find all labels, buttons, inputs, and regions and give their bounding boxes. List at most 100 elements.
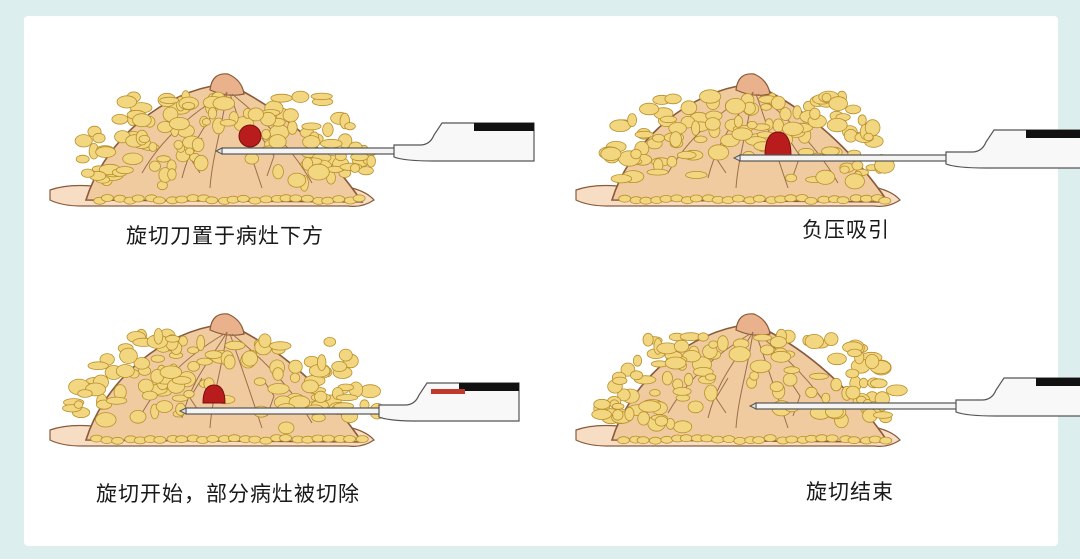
fat-lobule <box>182 102 195 109</box>
fat-lobule <box>168 169 177 180</box>
fat-lobule <box>619 195 631 202</box>
fat-lobule <box>639 401 661 412</box>
fat-lobule <box>169 117 189 129</box>
fat-lobule <box>681 101 697 115</box>
fat-lobule <box>176 196 188 203</box>
fat-lobule <box>315 391 327 402</box>
fat-lobule <box>187 195 199 202</box>
fat-lobule <box>245 153 259 164</box>
probe-handle-grip <box>459 383 519 391</box>
fat-lobule <box>154 329 163 345</box>
fat-lobule <box>592 409 612 419</box>
fat-lobule <box>153 197 165 204</box>
fat-lobule <box>273 368 284 381</box>
fat-lobule <box>292 91 309 102</box>
fat-lobule <box>324 337 336 346</box>
fat-lobule <box>818 196 830 203</box>
fat-lobule <box>873 412 892 419</box>
fat-lobule <box>345 123 356 130</box>
fat-lobule <box>612 403 624 409</box>
fat-lobule <box>770 382 783 392</box>
fat-lobule <box>289 360 303 373</box>
fat-lobule <box>660 195 672 202</box>
step-2-caption: 负压吸引 <box>802 214 890 244</box>
fat-lobule <box>712 436 724 443</box>
fat-lobule <box>224 355 235 369</box>
fat-lobule <box>160 366 182 379</box>
fat-lobule <box>166 335 180 342</box>
fat-lobule <box>151 355 164 362</box>
fat-lobule <box>197 335 205 350</box>
fat-lobule <box>810 108 820 119</box>
fat-lobule <box>288 173 306 187</box>
breast-cross-section <box>50 314 385 447</box>
fat-lobule <box>805 334 823 348</box>
fat-lobule <box>254 378 266 386</box>
fat-lobule <box>280 435 292 442</box>
fat-lobule <box>269 135 286 149</box>
fat-lobule <box>773 119 784 132</box>
fat-lobule <box>242 351 258 366</box>
fat-lobule <box>764 435 776 442</box>
fat-lobule <box>206 197 218 204</box>
fat-lobule <box>640 103 659 115</box>
fat-lobule <box>317 355 326 371</box>
fat-lobule <box>202 118 210 125</box>
fat-lobule <box>660 116 676 123</box>
fat-lobule <box>367 155 376 167</box>
fat-lobule <box>120 348 138 363</box>
fat-lobule <box>677 151 696 158</box>
fat-lobule <box>185 148 193 155</box>
probe-handle-grip <box>1036 378 1080 386</box>
fat-lobule <box>260 196 272 203</box>
fat-lobule <box>322 197 334 204</box>
fat-lobule <box>116 365 134 378</box>
fat-lobule <box>805 197 817 204</box>
fat-lobule <box>133 114 152 127</box>
fat-lobule <box>112 114 128 124</box>
fat-lobule <box>665 357 686 369</box>
fat-lobule <box>184 390 194 397</box>
step-3-panel: 旋切开始，部分病灶被切除 <box>24 256 564 521</box>
fat-lobule <box>625 407 634 420</box>
fat-lobule <box>96 413 117 427</box>
fat-lobule <box>753 334 771 341</box>
fat-lobule <box>688 401 703 413</box>
needle-shaft <box>740 155 966 161</box>
fat-lobule <box>225 341 245 350</box>
step-4-panel: 旋切结束 <box>546 256 1080 521</box>
fat-lobule <box>288 121 298 134</box>
fat-lobule <box>290 373 300 382</box>
fat-lobule <box>761 104 772 111</box>
fat-lobule <box>248 108 263 121</box>
fat-lobule <box>332 361 347 371</box>
fat-lobule <box>101 437 113 444</box>
fat-lobule <box>228 435 240 442</box>
fat-lobule <box>74 401 82 409</box>
fat-lobule <box>323 123 334 137</box>
fat-lobule <box>848 437 860 444</box>
step-2-panel: 负压吸引 <box>546 16 1080 281</box>
fat-lobule <box>302 123 321 130</box>
fat-lobule <box>130 410 146 423</box>
fat-lobule <box>633 355 641 366</box>
fat-lobule <box>106 397 126 404</box>
fat-lobule <box>653 134 665 142</box>
fat-lobule <box>188 362 200 372</box>
fat-lobule <box>117 96 137 108</box>
fat-lobule <box>311 93 332 100</box>
fat-lobule <box>268 384 289 395</box>
fat-lobule <box>353 195 365 202</box>
fat-lobule <box>662 371 672 385</box>
fat-lobule <box>705 385 718 401</box>
fat-lobule <box>322 435 334 442</box>
fat-lobule <box>732 128 752 140</box>
fat-lobule <box>344 436 356 443</box>
fat-lobule <box>673 387 691 395</box>
fat-lobule <box>93 133 105 143</box>
fat-lobule <box>649 437 661 444</box>
fat-lobule <box>852 161 863 170</box>
fat-lobule <box>858 115 866 126</box>
fat-lobule <box>157 156 171 162</box>
fat-lobule <box>786 436 798 443</box>
